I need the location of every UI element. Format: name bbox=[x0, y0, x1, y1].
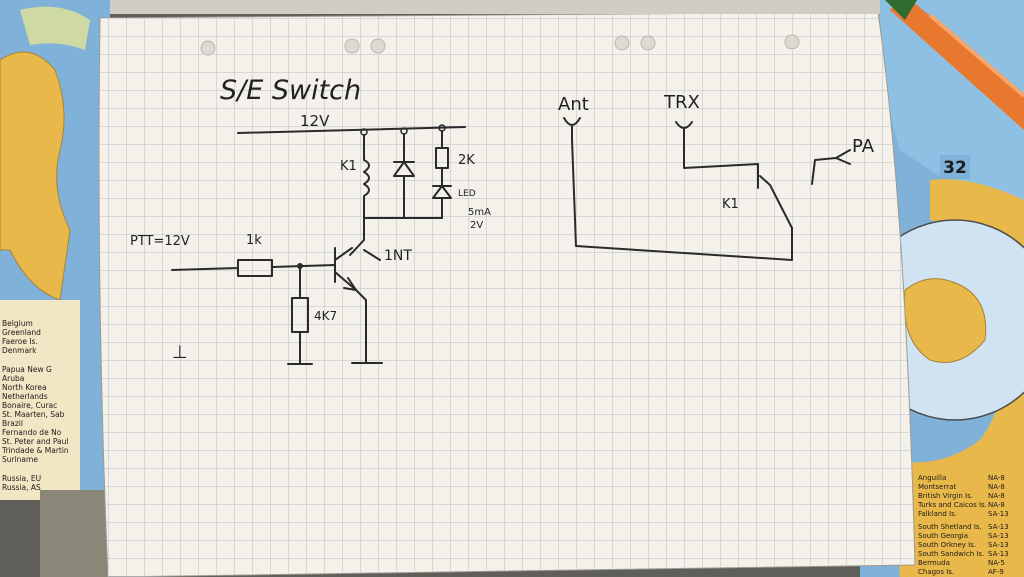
trx-label: TRX bbox=[663, 92, 700, 113]
left-map: Belgium Greenland Faeroe Is. Denmark Pap… bbox=[0, 0, 110, 577]
map-entry-code: NA-8 bbox=[988, 501, 1005, 509]
svg-text:NA-8: NA-8 bbox=[988, 501, 1005, 509]
transistor-label: 1NT bbox=[384, 248, 412, 264]
map-entry-code: NA-8 bbox=[988, 483, 1005, 491]
resistor-4k7-label: 4K7 bbox=[314, 309, 337, 323]
trx-path bbox=[675, 121, 759, 189]
map-entry-code: NA-5 bbox=[988, 559, 1005, 567]
map-entry: Greenland bbox=[2, 328, 41, 337]
notebook-page bbox=[98, 0, 916, 577]
switch-label: K1 bbox=[722, 197, 739, 212]
ptt-label: PTT=12V bbox=[130, 234, 190, 249]
svg-text:Falkland Is.: Falkland Is. bbox=[918, 510, 957, 518]
sketch-title: S/E Switch bbox=[220, 75, 361, 106]
svg-text:Anguilla: Anguilla bbox=[918, 474, 946, 482]
map-entry: Bonaire, Curac bbox=[2, 401, 57, 410]
map-entry: Denmark bbox=[2, 346, 37, 355]
resistor-2k-label: 2K bbox=[458, 153, 475, 168]
map-entry-name: Chagos Is. bbox=[918, 568, 954, 576]
map-entry: Aruba bbox=[2, 374, 24, 383]
led-spec-voltage: 2V bbox=[470, 220, 483, 231]
ground-symbol: ⊥ bbox=[172, 342, 188, 363]
map-entry: Russia, AS bbox=[2, 483, 41, 492]
transistor-arrow bbox=[363, 249, 381, 261]
collector-lead bbox=[349, 217, 365, 256]
svg-text:NA-8: NA-8 bbox=[988, 492, 1005, 500]
svg-text:South Sandwich Is.: South Sandwich Is. bbox=[918, 550, 984, 558]
svg-text:Montserrat: Montserrat bbox=[918, 483, 956, 491]
zone-badge: 32 bbox=[940, 155, 970, 179]
rail-12v bbox=[237, 126, 466, 134]
map-entry: Belgium bbox=[2, 319, 33, 328]
pa-label: PA bbox=[852, 136, 875, 157]
map-entry: St. Peter and Paul bbox=[2, 437, 68, 446]
schematic-sketch: S/E Switch 12V K1 2K LED 5mA 2V PTT=12V … bbox=[130, 75, 875, 365]
svg-text:NA-8: NA-8 bbox=[988, 474, 1005, 482]
ptt-line-and-1k bbox=[171, 259, 336, 277]
map-entry: Suriname bbox=[2, 455, 38, 464]
map-entry-name: South Georgia bbox=[918, 532, 968, 540]
svg-text:South Orkney Is.: South Orkney Is. bbox=[918, 541, 976, 549]
marker-pen bbox=[885, 0, 1024, 130]
map-entry-name: Turks and Caicos Is. bbox=[917, 501, 987, 509]
map-entry-code: SA-13 bbox=[988, 550, 1009, 558]
svg-text:Turks and Caicos Is.: Turks and Caicos Is. bbox=[917, 501, 987, 509]
ant-label: Ant bbox=[558, 94, 589, 115]
relay-label: K1 bbox=[340, 159, 357, 174]
map-entry: Trindade & Martin bbox=[1, 446, 69, 455]
svg-text:SA-13: SA-13 bbox=[988, 532, 1009, 540]
resistor-4k7 bbox=[287, 267, 313, 365]
relay-coil bbox=[363, 134, 370, 219]
map-entry: St. Maarten, Sab bbox=[2, 410, 65, 419]
spiral-holes bbox=[200, 34, 800, 56]
rail-label: 12V bbox=[300, 112, 330, 130]
svg-text:Bermuda: Bermuda bbox=[918, 559, 950, 567]
led-spec-current: 5mA bbox=[468, 207, 491, 218]
map-entry: Fernando de No bbox=[2, 428, 62, 437]
map-entry-code: NA-8 bbox=[988, 474, 1005, 482]
resistor-1k-label: 1k bbox=[246, 233, 262, 248]
map-entry-name: Falkland Is. bbox=[918, 510, 957, 518]
map-entry: Netherlands bbox=[2, 392, 48, 401]
pa-path bbox=[811, 149, 851, 185]
svg-text:South Georgia: South Georgia bbox=[918, 532, 968, 540]
map-entry-code: SA-13 bbox=[988, 532, 1009, 540]
svg-text:SA-13: SA-13 bbox=[988, 510, 1009, 518]
resistor-2k-and-led bbox=[432, 130, 452, 219]
ant-path bbox=[563, 117, 793, 261]
map-entry: Brazil bbox=[2, 419, 23, 428]
svg-text:British Virgin Is.: British Virgin Is. bbox=[918, 492, 973, 500]
svg-text:AF-9: AF-9 bbox=[988, 568, 1004, 576]
map-entry-code: AF-9 bbox=[988, 568, 1004, 576]
map-entry-code: NA-8 bbox=[988, 492, 1005, 500]
map-entry: Russia, EU bbox=[2, 474, 41, 483]
led-label: LED bbox=[458, 189, 476, 199]
svg-text:SA-13: SA-13 bbox=[988, 523, 1009, 531]
map-entry-name: Anguilla bbox=[918, 474, 946, 482]
map-entry-name: British Virgin Is. bbox=[918, 492, 973, 500]
map-entry-name: South Shetland Is. bbox=[918, 523, 982, 531]
svg-text:Chagos Is.: Chagos Is. bbox=[918, 568, 954, 576]
map-entry-name: South Orkney Is. bbox=[918, 541, 976, 549]
transistor bbox=[334, 247, 357, 291]
svg-text:SA-13: SA-13 bbox=[988, 550, 1009, 558]
map-entry-name: Bermuda bbox=[918, 559, 950, 567]
flyback-diode bbox=[393, 133, 415, 219]
svg-text:South Shetland Is.: South Shetland Is. bbox=[918, 523, 982, 531]
map-entry-code: SA-13 bbox=[988, 510, 1009, 518]
zone-number: 32 bbox=[943, 158, 967, 178]
map-entry-name: Montserrat bbox=[918, 483, 956, 491]
svg-text:NA-8: NA-8 bbox=[988, 483, 1005, 491]
map-entry-name: South Sandwich Is. bbox=[918, 550, 984, 558]
emitter-ground bbox=[351, 289, 383, 364]
map-entry-code: SA-13 bbox=[988, 541, 1009, 549]
svg-text:SA-13: SA-13 bbox=[988, 541, 1009, 549]
map-entry: Faeroe Is. bbox=[2, 337, 38, 346]
map-entry-code: SA-13 bbox=[988, 523, 1009, 531]
svg-text:NA-5: NA-5 bbox=[988, 559, 1005, 567]
map-entry: Papua New G bbox=[2, 365, 52, 374]
map-entry: North Korea bbox=[2, 383, 47, 392]
